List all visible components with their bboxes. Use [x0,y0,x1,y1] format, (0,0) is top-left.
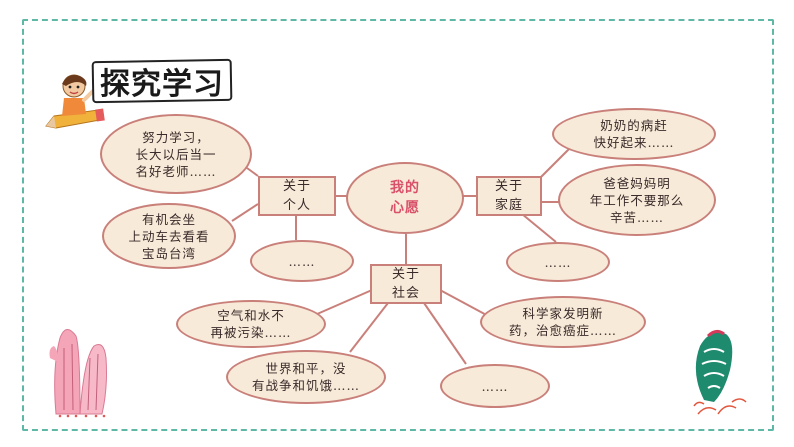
wish-text: 奶奶的病赶 快好起来…… [593,118,675,150]
wish-bubble-society-more: …… [440,364,550,408]
wish-text: 世界和平，没 有战争和饥饿…… [251,361,360,393]
category-box-personal: 关于 个人 [258,176,336,216]
wish-bubble-parents: 爸爸妈妈明 年工作不要那么 辛苦…… [558,164,716,236]
wish-text: 有机会坐 上动车去看看 宝岛台湾 [128,211,210,261]
wish-bubble-study: 努力学习， 长大以后当一 名好老师…… [100,114,252,194]
category-box-family: 关于 家庭 [476,176,542,216]
wish-bubble-grandma: 奶奶的病赶 快好起来…… [552,108,716,160]
wish-text: 爸爸妈妈明 年工作不要那么 辛苦…… [589,175,685,225]
title-banner: 探究学习 [91,58,233,104]
pink-cactus-icon [49,329,107,418]
wish-bubble-air-water: 空气和水不 再被污染…… [176,300,326,348]
category-label: 关于 个人 [282,179,311,213]
center-node: 我的 心愿 [346,162,464,234]
wish-bubble-family-more: …… [506,242,610,282]
wish-text: 空气和水不 再被污染…… [210,308,292,340]
green-succulent-icon [693,329,747,415]
wish-text: …… [288,253,316,269]
wish-bubble-personal-more: …… [250,240,354,282]
center-label: 我的 心愿 [390,180,420,216]
category-label: 关于 家庭 [494,179,523,213]
wish-bubble-taiwan: 有机会坐 上动车去看看 宝岛台湾 [102,203,236,269]
category-label: 关于 社会 [391,267,420,301]
wish-text: 努力学习， 长大以后当一 名好老师…… [135,129,217,179]
wish-text: 科学家发明新 药，治愈癌症…… [508,306,617,338]
page-title: 探究学习 [100,67,224,102]
dashed-frame [22,19,774,431]
category-box-society: 关于 社会 [370,264,442,304]
wish-text: …… [544,254,572,270]
wish-bubble-world-peace: 世界和平，没 有战争和饥饿…… [226,350,386,404]
wish-bubble-cancer-cure: 科学家发明新 药，治愈癌症…… [480,296,646,348]
wish-text: …… [481,378,509,394]
